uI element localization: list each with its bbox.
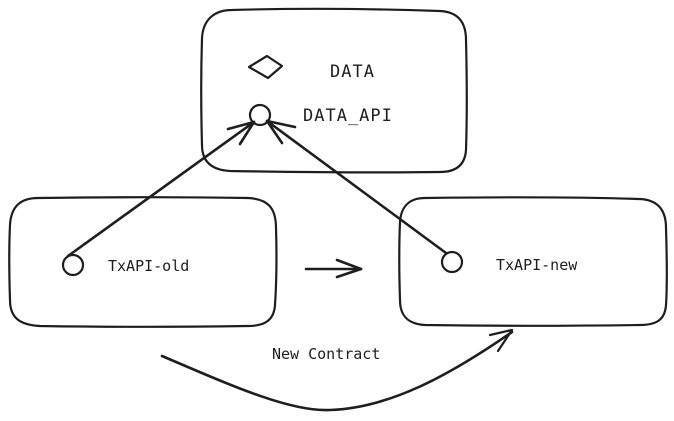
data-label: DATA	[330, 62, 375, 82]
arrowhead-icon	[226, 120, 256, 146]
edge-new-to-data-api[interactable]	[265, 119, 448, 255]
txapi-old-box[interactable]: TxAPI-old	[8, 196, 278, 328]
txapi-new-box[interactable]: TxAPI-new	[398, 196, 668, 327]
arrowhead-icon	[335, 258, 363, 279]
data-api-port-icon[interactable]	[248, 103, 272, 127]
edge-line	[66, 120, 256, 258]
data-box[interactable]: DATA DATA_API	[200, 7, 468, 174]
txapi-new-label: TxAPI-new	[496, 256, 578, 274]
data-box-border	[200, 7, 468, 174]
diamond-icon	[247, 54, 284, 80]
txapi-new-box-border	[398, 196, 668, 327]
arrowhead-icon	[488, 328, 514, 353]
edge-old-to-data-api[interactable]	[66, 120, 256, 258]
txapi-old-box-border	[8, 196, 278, 328]
txapi-old-port-icon[interactable]	[61, 253, 85, 277]
edge-old-to-new[interactable]	[304, 258, 363, 279]
data-api-label: DATA_API	[303, 106, 393, 126]
edge-line	[265, 119, 448, 255]
edge-curve	[160, 330, 514, 412]
txapi-new-port-icon[interactable]	[440, 250, 464, 274]
txapi-old-label: TxAPI-old	[108, 257, 189, 275]
arrowhead-icon	[265, 119, 297, 145]
new-contract-label: New Contract	[272, 345, 380, 363]
edge-new-contract[interactable]: New Contract	[160, 328, 514, 412]
